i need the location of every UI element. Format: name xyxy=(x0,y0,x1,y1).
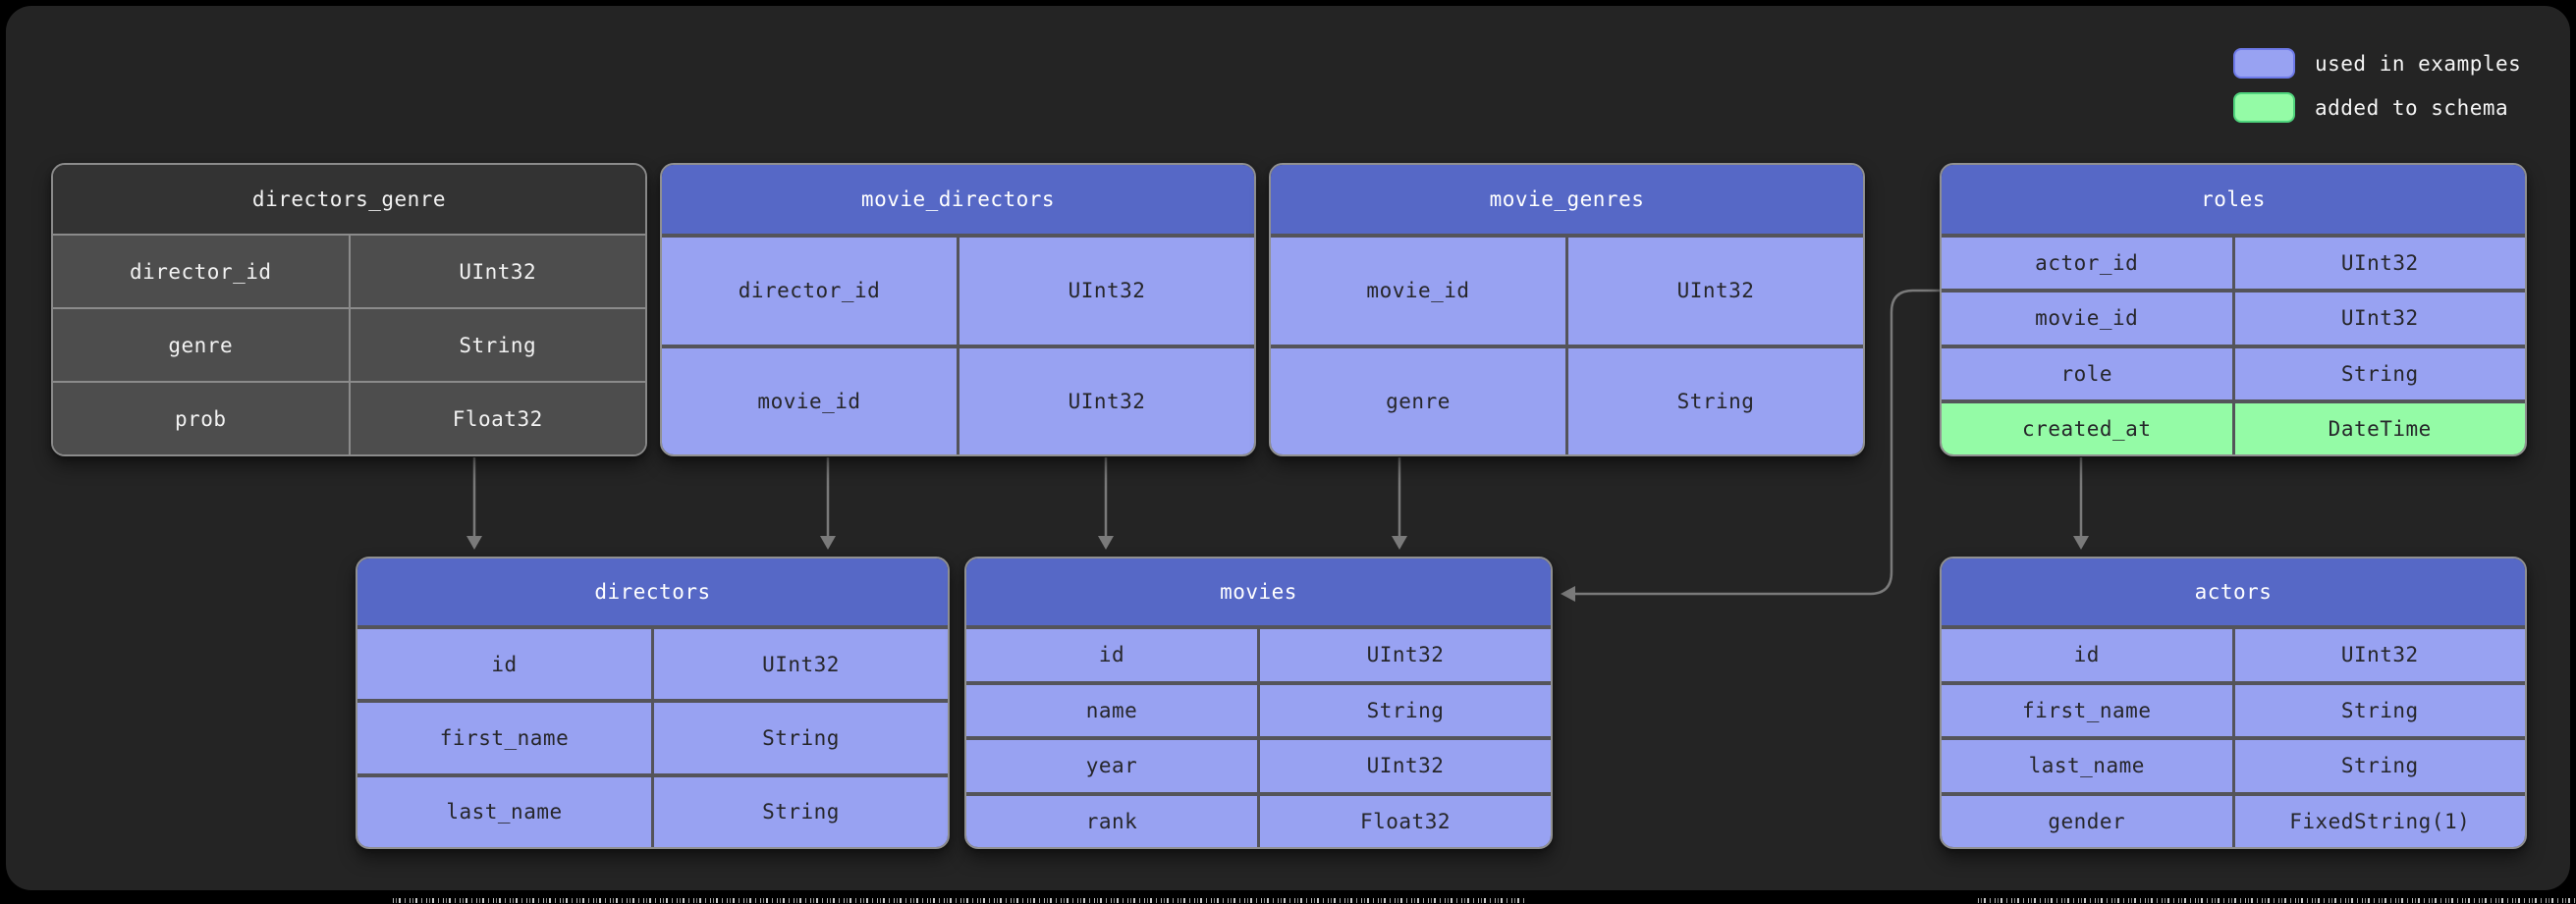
legend-label: added to schema xyxy=(2315,95,2509,120)
field-name-cell: first_name xyxy=(2022,698,2152,722)
field-type-cell: UInt32 xyxy=(2231,629,2526,681)
table-row: last_name String xyxy=(357,772,948,847)
table-row: id UInt32 xyxy=(966,625,1551,681)
table-directors_genre: directors_genre director_id UInt32 genre Str… xyxy=(51,163,647,456)
field-name-cell: name xyxy=(1085,698,1138,722)
legend-label: used in examples xyxy=(2315,51,2522,76)
table-title: roles xyxy=(1942,165,2525,234)
table-row: prob Float32 xyxy=(53,381,645,454)
table-title: directors xyxy=(357,558,948,625)
table-row: movie_id UInt32 xyxy=(1942,289,2526,345)
field-type-cell: UInt32 xyxy=(957,238,1254,345)
table-row: gender FixedString(1) xyxy=(1942,791,2526,847)
field-type-cell: String xyxy=(1257,684,1551,736)
table-title: directors_genre xyxy=(53,165,645,234)
field-name-cell: created_at xyxy=(2022,416,2152,441)
table-title: movie_genres xyxy=(1271,165,1863,234)
field-name-cell: gender xyxy=(2048,809,2126,833)
legend-swatch xyxy=(2233,48,2295,79)
table-row: director_id UInt32 xyxy=(662,234,1254,345)
field-type-cell: FixedString(1) xyxy=(2231,795,2526,847)
table-row: movie_id UInt32 xyxy=(1271,234,1863,345)
field-name-cell: genre xyxy=(168,333,234,357)
field-type-cell: DateTime xyxy=(2231,402,2526,454)
field-type-cell: String xyxy=(2231,740,2526,792)
field-name-cell: director_id xyxy=(738,279,881,303)
table-row: created_at DateTime xyxy=(1942,399,2525,454)
field-type-cell: UInt32 xyxy=(1257,740,1551,792)
field-type-cell: UInt32 xyxy=(957,347,1254,454)
table-row: last_name String xyxy=(1942,736,2525,792)
legend-item: used in examples xyxy=(2233,48,2521,79)
legend-swatch xyxy=(2233,92,2295,123)
field-name-cell: id xyxy=(2073,643,2100,667)
field-type-cell: UInt32 xyxy=(1257,629,1551,681)
field-type-cell: UInt32 xyxy=(1565,238,1863,345)
table-row: actor_id UInt32 xyxy=(1942,234,2526,290)
field-type-cell: UInt32 xyxy=(2231,292,2526,345)
legend: used in examples added to schema xyxy=(2233,48,2521,123)
table-row: genre String xyxy=(53,307,645,381)
table-title: movie_directors xyxy=(662,165,1254,234)
field-name-cell: movie_id xyxy=(2035,306,2139,331)
field-name-cell: role xyxy=(2060,361,2113,386)
table-row: genre String xyxy=(1271,344,1863,454)
table-row: year UInt32 xyxy=(966,736,1551,792)
field-name-cell: director_id xyxy=(129,259,272,284)
table-title: movies xyxy=(966,558,1551,625)
field-name-cell: last_name xyxy=(2028,754,2145,778)
field-name-cell: movie_id xyxy=(757,389,861,413)
field-type-cell: UInt32 xyxy=(348,236,646,307)
table-row: name String xyxy=(966,680,1551,736)
field-type-cell: String xyxy=(651,776,948,847)
table-row: id UInt32 xyxy=(357,625,948,700)
table-row: movie_id UInt32 xyxy=(662,344,1254,454)
cutoff-text-strip xyxy=(393,898,1527,903)
field-type-cell: UInt32 xyxy=(2231,238,2526,290)
field-name-cell: genre xyxy=(1386,389,1451,413)
field-name-cell: id xyxy=(1098,643,1125,667)
field-name-cell: actor_id xyxy=(2035,251,2139,276)
field-type-cell: String xyxy=(1565,347,1863,454)
table-movie_genres: movie_genres movie_id UInt32 genre String xyxy=(1269,163,1865,456)
field-name-cell: first_name xyxy=(439,725,570,750)
table-row: first_name String xyxy=(357,699,948,773)
field-type-cell: Float32 xyxy=(1257,795,1551,847)
field-name-cell: rank xyxy=(1085,809,1138,833)
field-type-cell: String xyxy=(651,703,948,773)
table-row: director_id UInt32 xyxy=(53,234,645,307)
field-type-cell: String xyxy=(2231,684,2526,736)
field-name-cell: id xyxy=(491,652,518,676)
field-type-cell: UInt32 xyxy=(651,629,948,700)
field-type-cell: String xyxy=(2231,347,2526,399)
field-name-cell: year xyxy=(1085,754,1138,778)
table-row: first_name String xyxy=(1942,680,2526,736)
field-type-cell: Float32 xyxy=(348,383,646,454)
field-name-cell: movie_id xyxy=(1366,279,1470,303)
table-title: actors xyxy=(1942,558,2525,625)
cutoff-text-strip xyxy=(1978,898,2576,903)
table-row: rank Float32 xyxy=(966,791,1551,847)
legend-item: added to schema xyxy=(2233,92,2521,123)
field-name-cell: prob xyxy=(174,406,227,431)
field-type-cell: String xyxy=(348,309,646,381)
field-name-cell: last_name xyxy=(446,800,563,824)
table-row: role String xyxy=(1942,344,2526,399)
table-row: id UInt32 xyxy=(1942,625,2525,681)
